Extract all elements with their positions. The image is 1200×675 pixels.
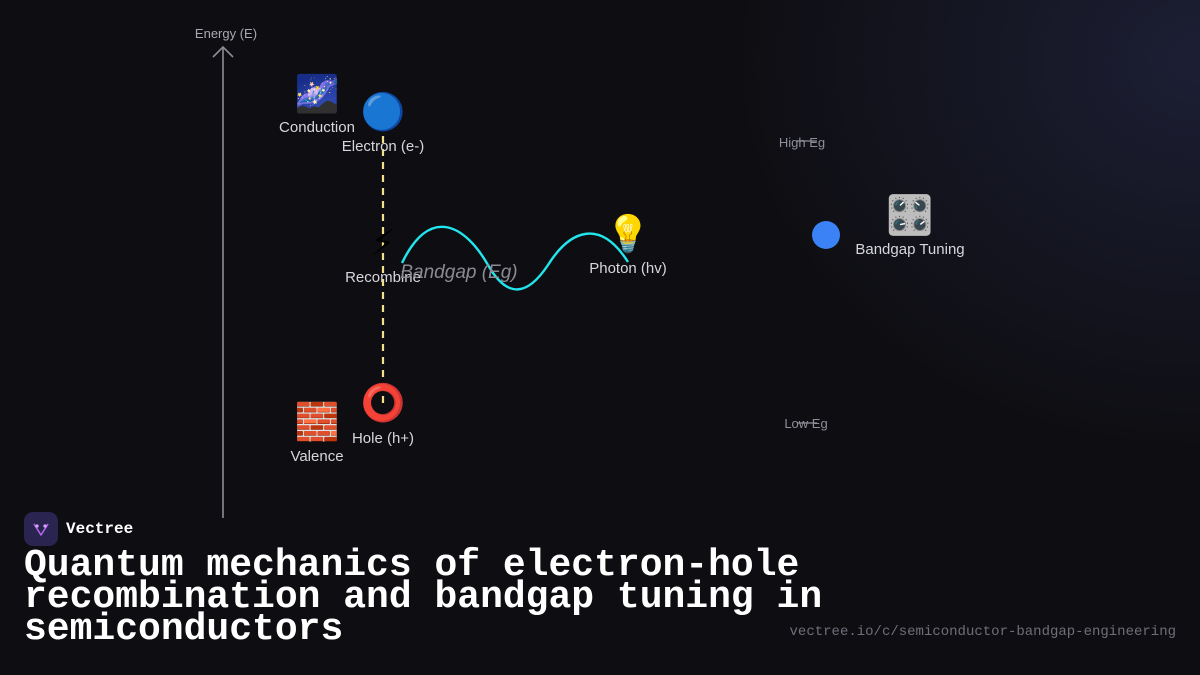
valence-label: Valence	[290, 448, 343, 465]
hole-label: Hole (h+)	[352, 430, 414, 447]
control-knobs-icon: 🎛️	[886, 193, 933, 237]
vectree-logo-icon	[24, 512, 58, 546]
brand: Vectree	[24, 512, 133, 546]
electron-label: Electron (e-)	[342, 138, 425, 155]
light-bulb-icon: 💡	[606, 213, 651, 255]
brand-name: Vectree	[66, 520, 134, 538]
recombine-label: Recombine	[345, 269, 421, 286]
energy-axis-label: Energy (E)	[195, 26, 257, 41]
brick-icon: 🧱	[295, 401, 340, 443]
lightning-icon: ⚡	[370, 223, 395, 264]
high-eg-label: High Eg	[779, 135, 825, 150]
blue-circle-icon: 🔵	[361, 91, 406, 133]
photon-wave	[400, 225, 630, 291]
conduction-label: Conduction	[279, 119, 355, 136]
hollow-circle-icon: ⭕	[361, 382, 406, 424]
photon-label: Photon (hv)	[589, 260, 667, 277]
bandgap-tuning-label: Bandgap Tuning	[855, 241, 964, 258]
tuning-slider-dot	[812, 221, 840, 249]
milky-way-icon: 🌌	[295, 73, 340, 115]
bandgap-label: Bandgap (Eg)	[400, 262, 517, 283]
source-url: vectree.io/c/semiconductor-bandgap-engin…	[789, 624, 1176, 640]
energy-axis-arrow-icon	[212, 45, 234, 58]
low-eg-label: Low Eg	[784, 416, 827, 431]
page-title: Quantum mechanics of electron-hole recom…	[24, 544, 823, 651]
